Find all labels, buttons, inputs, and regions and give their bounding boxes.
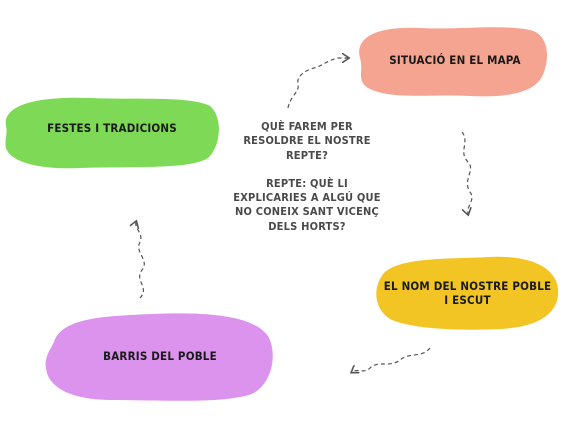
- node-label-nom: El nom del nostre poble i escut: [383, 278, 552, 307]
- node-label-barris: Barris del poble: [103, 348, 217, 363]
- blob-situacio: [359, 27, 548, 97]
- blob-festes: [5, 97, 219, 169]
- center-question: Què farem per resoldre el nostre repte?: [243, 120, 371, 162]
- node-label-festes: Festes i tradicions: [47, 120, 177, 135]
- arrow-barris-to-festes: [136, 222, 145, 299]
- blob-barris: [45, 313, 273, 401]
- blob-nom: [376, 256, 559, 330]
- arrow-nom-to-barris: [352, 347, 431, 372]
- node-label-situacio: Situació en el mapa: [389, 52, 521, 67]
- central-text: Què farem per resoldre el nostre repte? …: [232, 120, 382, 234]
- arrow-to-situacio: [287, 58, 348, 109]
- arrow-situacio-to-nom: [461, 131, 473, 214]
- center-challenge: Repte: Què li explicaries a algú que no …: [233, 176, 381, 233]
